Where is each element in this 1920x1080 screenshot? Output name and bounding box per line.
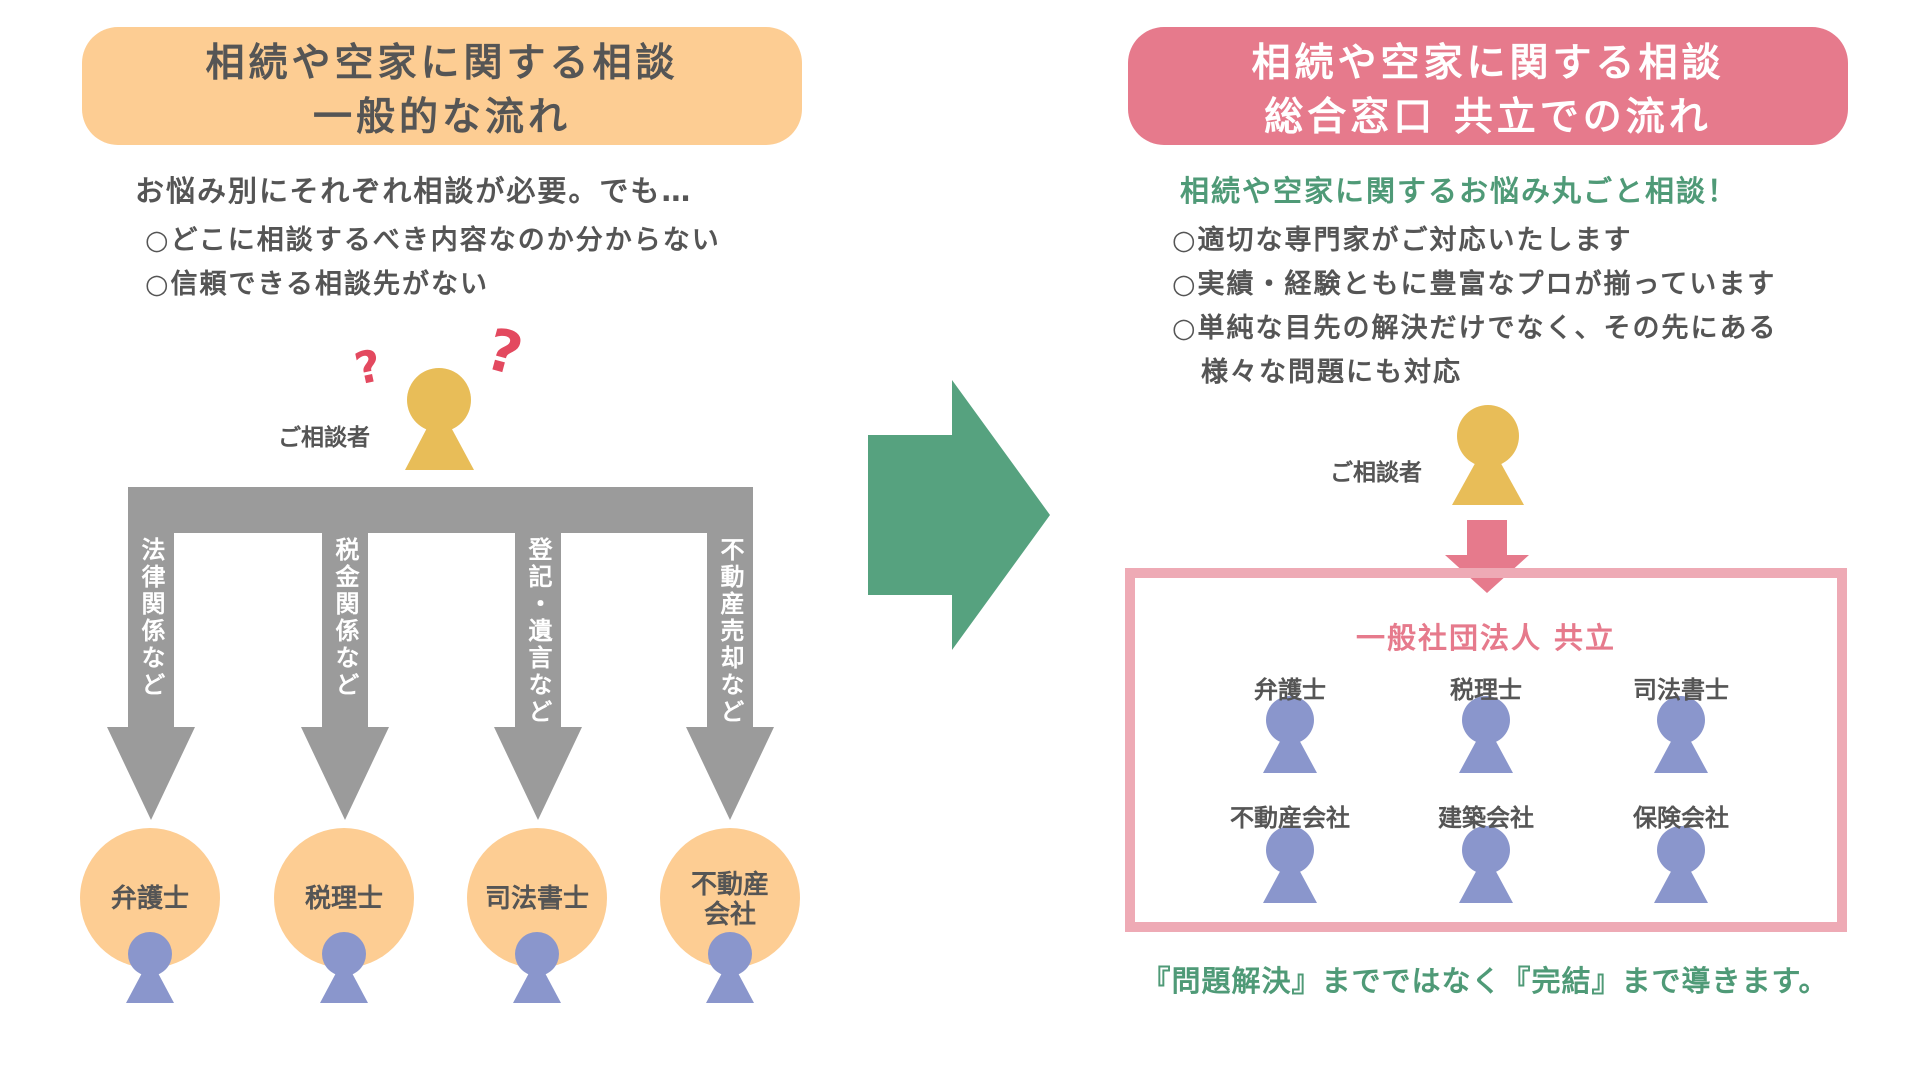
branch-label-4: 不動産売却など xyxy=(716,537,744,726)
target-circle-2 xyxy=(274,828,414,968)
right-title-banner: 相続や空家に関する相談 総合窓口 共立での流れ xyxy=(1128,27,1848,145)
professional-label-4: 不動産会社 xyxy=(1230,804,1350,832)
branch-arrowhead-2 xyxy=(301,727,389,820)
right-bullet-2: ○実績・経験ともに豊富なプロが揃っています xyxy=(1172,269,1777,300)
left-title-line1: 相続や空家に関する相談 xyxy=(205,41,679,86)
branch-arrows xyxy=(107,487,774,820)
branch-shaft-1 xyxy=(128,487,174,729)
branch-label-2: 税金関係など xyxy=(331,537,359,699)
org-frame xyxy=(1125,568,1847,932)
branch-label-1: 法律関係など xyxy=(137,537,165,699)
left-title-line2: 一般的な流れ xyxy=(312,95,571,140)
right-bullet-4: 様々な問題にも対応 xyxy=(1172,357,1462,388)
right-consultant-label: ご相談者 xyxy=(1330,460,1422,486)
left-bullet-1: ○どこに相談するべき内容なのか分からない xyxy=(145,225,721,256)
target-label-1: 弁護士 xyxy=(110,884,189,914)
branch-label-3: 登記・遺言など xyxy=(524,537,552,726)
svg-text:?: ? xyxy=(479,315,529,389)
left-lead-text: お悩み別にそれぞれ相談が必要。でも… xyxy=(135,174,693,208)
left-bullet-2: ○信頼できる相談先がない xyxy=(145,269,490,300)
professional-label-3: 司法書士 xyxy=(1633,676,1729,704)
down-arrow-icon xyxy=(1445,520,1529,593)
right-bullet-1: ○適切な専門家がご対応いたします xyxy=(1172,225,1633,256)
branch-arrowhead-4 xyxy=(686,727,774,820)
right-lead-text: 相続や空家に関するお悩み丸ごと相談！ xyxy=(1180,174,1739,208)
left-consultant-label: ご相談者 xyxy=(278,425,370,451)
right-bullet-3: ○単純な目先の解決だけでなく、その先にある xyxy=(1172,313,1778,344)
branch-shaft-3 xyxy=(515,487,561,729)
right-title-line1: 相続や空家に関する相談 xyxy=(1251,41,1725,86)
right-consultant-person-icon xyxy=(1452,405,1524,505)
left-consultant-person-icon xyxy=(405,368,474,470)
target-circle-1 xyxy=(80,828,220,968)
right-arrow-icon xyxy=(868,380,1050,650)
left-title-banner: 相続や空家に関する相談 一般的な流れ xyxy=(82,27,802,145)
org-name: 一般社団法人 共立 xyxy=(1355,621,1617,655)
branch-arrowhead-1 xyxy=(107,727,195,820)
professional-person-icons xyxy=(1263,696,1708,903)
branch-shaft-4 xyxy=(707,487,753,729)
target-circle-4 xyxy=(660,828,800,968)
target-label-2: 税理士 xyxy=(304,884,383,914)
professional-label-2: 税理士 xyxy=(1450,676,1522,704)
branch-arrowhead-3 xyxy=(494,727,582,820)
right-footer-text: 『問題解決』までではなく『完結』まで導きます。 xyxy=(1141,964,1829,998)
right-title-line2: 総合窓口 共立での流れ xyxy=(1264,95,1712,140)
target-label-4: 不動産会社 xyxy=(690,870,769,930)
branch-shaft-2 xyxy=(322,487,368,729)
professional-label-1: 弁護士 xyxy=(1254,676,1326,704)
svg-text:?: ? xyxy=(350,340,386,395)
professional-label-6: 保険会社 xyxy=(1633,804,1729,832)
professional-label-5: 建築会社 xyxy=(1438,804,1534,832)
target-person-icons xyxy=(126,932,754,1003)
target-label-3: 司法書士 xyxy=(484,884,589,914)
target-circle-3 xyxy=(467,828,607,968)
target-circles xyxy=(80,828,800,968)
